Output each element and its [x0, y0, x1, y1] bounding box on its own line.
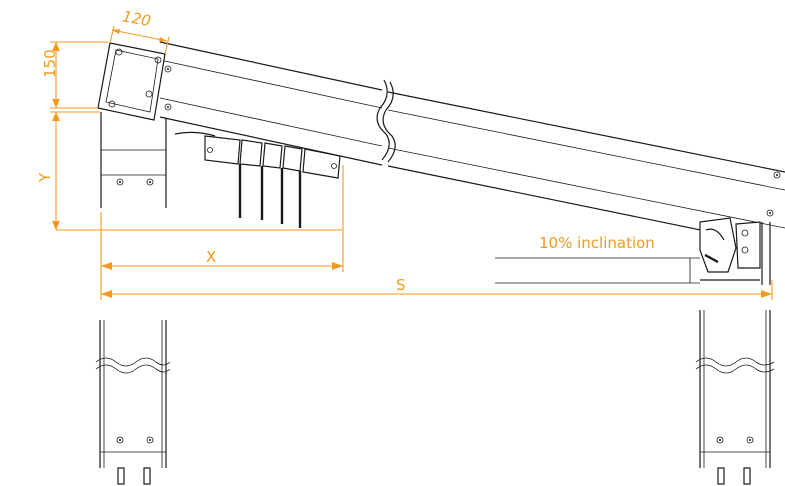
- dimension-label-150: 150: [41, 49, 59, 78]
- drive-unit: [174, 131, 341, 228]
- floor-lines: [495, 257, 700, 284]
- dimension-120: 120: [109, 7, 170, 55]
- dimension-label-y: Y: [36, 172, 54, 183]
- left-support-post: [100, 112, 167, 208]
- dimension-150: 150: [41, 41, 108, 109]
- dimension-label-s: S: [396, 276, 406, 294]
- dimension-label-x: X: [206, 248, 216, 266]
- conveyor-beam: [159, 41, 785, 237]
- right-end-unit: [699, 217, 771, 285]
- profile-cross-section: [97, 42, 166, 121]
- dimension-s: S: [100, 272, 773, 300]
- inclination-label: 10% inclination: [539, 234, 655, 252]
- dimension-y: Y: [36, 111, 342, 231]
- left-lower-leg: [95, 320, 171, 485]
- dimension-label-120: 120: [121, 7, 152, 30]
- right-lower-leg: [695, 310, 775, 485]
- dimension-x: X: [100, 165, 344, 272]
